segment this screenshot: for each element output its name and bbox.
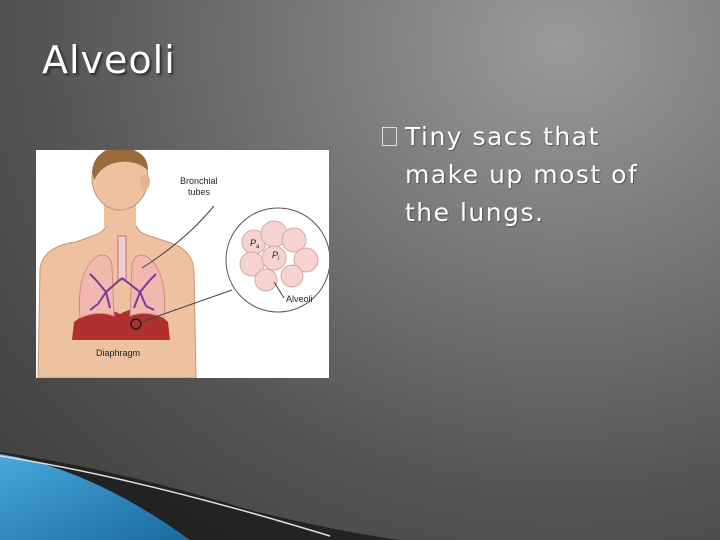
bronchial-pointer-line xyxy=(141,205,215,269)
left-lung-shape xyxy=(78,254,115,319)
pi-label: Pi xyxy=(272,250,280,262)
alveoli-highlight-circle xyxy=(130,318,142,330)
bullet-item: Tiny sacs that make up most of the lungs… xyxy=(382,118,682,232)
bullet-marker-icon xyxy=(382,127,397,146)
white-accent-line xyxy=(0,455,331,537)
bronchial-label: Bronchial xyxy=(180,176,218,186)
hair-shape xyxy=(92,150,148,180)
bronchi-shape xyxy=(89,273,157,311)
ear-shape xyxy=(140,174,150,190)
bullet-list: Tiny sacs that make up most of the lungs… xyxy=(382,118,682,232)
tubes-label: tubes xyxy=(188,187,211,197)
pa-label: Pa xyxy=(250,238,260,250)
bullet-text: Tiny sacs that make up most of the lungs… xyxy=(405,122,639,227)
diaphragm-label: Diaphragm xyxy=(96,348,140,358)
alveoli-cluster xyxy=(239,220,319,292)
right-lung-shape xyxy=(129,254,166,319)
lung-diagram: Bronchial tubes Alveoli Diaphragm Pa Pi xyxy=(37,150,329,378)
alveoli-pointer-line xyxy=(273,281,285,299)
lung-diagram-figure: Bronchial tubes Alveoli Diaphragm Pa Pi xyxy=(36,150,329,378)
blue-stripe-shape xyxy=(0,454,190,540)
slide-title: Alveoli xyxy=(42,38,176,82)
zoom-pointer-line xyxy=(140,289,233,323)
diaphragm-shape xyxy=(72,308,170,340)
alveoli-label: Alveoli xyxy=(286,294,313,304)
